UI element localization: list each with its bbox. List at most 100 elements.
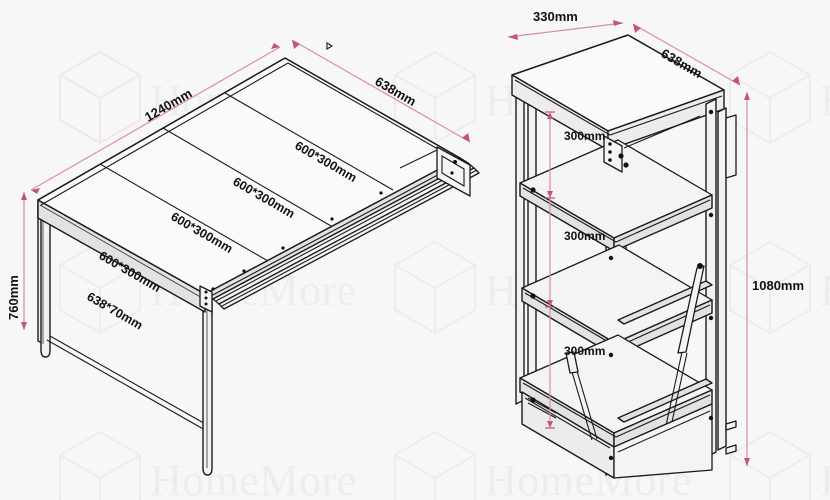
slide-end-bracket-inner: [441, 155, 465, 187]
inner-brace-sleeve: [565, 351, 579, 374]
watermark-text: HomeMore: [820, 76, 830, 125]
gas-strut-rod: [664, 351, 683, 431]
bolt-icon: [708, 415, 714, 421]
strut-pivot-icon: [697, 263, 703, 269]
bolt-icon: [453, 160, 457, 164]
hexagon-cube-logo: [58, 430, 142, 500]
desk-top-back-edge: [37, 57, 286, 201]
shelf-hinge-bracket: [603, 115, 701, 173]
slide-end-bracket-tab: [399, 149, 438, 169]
desk-top-seam-1: [99, 163, 269, 262]
bolt-icon: [204, 302, 208, 306]
hinge-bracket-plate: [603, 135, 623, 173]
bolt-icon: [450, 171, 454, 175]
bolt-icon: [330, 217, 334, 221]
hexagon-cube-logo: [393, 430, 477, 500]
bolt-icon: [211, 287, 215, 291]
shelf-height-label: 1080mm: [752, 278, 804, 293]
bolt-icon: [618, 153, 624, 159]
shelf-crossmember-lower: [617, 378, 713, 423]
bolt-icon: [242, 269, 246, 273]
bolt-icon: [379, 191, 383, 195]
desk-height-dimension: 760mm: [6, 192, 27, 330]
surface-direction-marker-icon: [326, 42, 334, 50]
watermark-text: HomeMore: [150, 456, 357, 500]
shelf-board-1: [519, 139, 713, 252]
gap-arrow-4: [547, 421, 553, 428]
side-tab-lower: [725, 444, 737, 455]
slide-end-bracket: [436, 146, 471, 197]
gap-arrow-1: [547, 112, 553, 119]
desk-leg-front-right: [202, 287, 213, 476]
bolt-icon: [708, 212, 714, 218]
desk-top-right-edge-inner: [287, 62, 458, 161]
watermark-text: HomeMore: [820, 266, 830, 315]
shelf-upright-rear-left: [515, 89, 525, 405]
desk-open-isometric-view: 1240mm 638mm 760mm 600*300mm 600*300mm 6…: [6, 39, 480, 476]
shelf-depth-dimension: 330mm: [507, 9, 624, 40]
bolt-icon: [608, 150, 612, 154]
desk-stretcher-bottom: [46, 339, 206, 431]
desk-stretcher-bottom-2: [49, 335, 210, 427]
watermark-instance: HomeMore: [728, 240, 830, 335]
hexagon-cube-logo: [393, 240, 477, 335]
desk-leg-front-left: [40, 204, 51, 358]
side-tab-upper: [725, 420, 737, 431]
shelf-depth-label: 330mm: [533, 9, 578, 24]
shelf-bottom-front-panel: [613, 403, 713, 479]
bolt-icon: [530, 187, 536, 193]
desk-top-back-edge-inner: [40, 62, 289, 206]
watermark-instance: HomeMore: [58, 430, 357, 500]
desk-height-label: 760mm: [6, 275, 21, 320]
bolt-icon: [204, 290, 208, 294]
shelf-top-seam: [514, 79, 723, 136]
shelf-bottom-front-seam: [617, 410, 711, 453]
shelf-brace-left-2: [527, 402, 557, 419]
shelf-gap-middle-label: 300mm: [564, 229, 605, 243]
watermark-instance: HomeMore: [728, 430, 830, 500]
desk-slide-mechanism: [204, 146, 480, 310]
shelf-gap-top-label: 300mm: [564, 129, 605, 143]
shelf-upright-front-right-2: [717, 107, 727, 451]
watermark-text: HomeMore: [820, 456, 830, 500]
hexagon-cube-logo: [58, 50, 142, 145]
gas-strut-rod-2: [669, 352, 688, 432]
bolt-icon: [608, 455, 614, 461]
gap-arrow-2: [547, 191, 553, 198]
shelf-board-1-seam: [522, 187, 711, 243]
bolt-icon: [530, 293, 536, 299]
shelf-base-diagonal: [524, 397, 611, 449]
desk-top-right-edge: [284, 57, 461, 159]
desk-top-seam-3: [224, 92, 394, 191]
shelf-upright-rear-left-2: [527, 99, 537, 417]
bolt-icon: [608, 255, 614, 261]
shelf-gap-dimension-chain: 300mm 300mm 300mm: [545, 111, 605, 429]
bolt-icon: [623, 162, 629, 168]
hexagon-cube-logo: [728, 240, 812, 335]
shelf-closed-isometric-view: 330mm 638mm 1080mm: [507, 9, 804, 479]
slide-rail-line-a: [208, 160, 465, 298]
desk-top-seam-2: [162, 127, 332, 227]
bolt-icon: [608, 158, 612, 162]
side-tab-top: [725, 114, 737, 179]
shelf-gap-bottom-label: 300mm: [564, 344, 605, 358]
desk-leg-group: [37, 204, 213, 476]
bolt-icon: [608, 142, 612, 146]
bolt-icon: [708, 109, 714, 115]
shelf-height-dimension: 1080mm: [744, 92, 804, 466]
desk-corner-bracket: [199, 285, 213, 313]
hinge-arm: [623, 115, 701, 149]
bolt-icon: [608, 352, 614, 358]
desk-apron-label: 638*70mm: [85, 289, 146, 332]
shelf-crossmember-upper: [617, 280, 713, 325]
slide-rail-line-c: [221, 169, 478, 307]
shelf-board-3-seam: [522, 382, 711, 438]
bolt-icon: [281, 246, 285, 250]
desk-apron-seam: [39, 204, 205, 300]
slide-rail-line-b: [215, 164, 472, 302]
bolt-icon: [204, 296, 208, 300]
hexagon-cube-logo: [728, 430, 812, 500]
bolt-icon: [530, 397, 536, 403]
hexagon-cube-logo: [728, 50, 812, 145]
